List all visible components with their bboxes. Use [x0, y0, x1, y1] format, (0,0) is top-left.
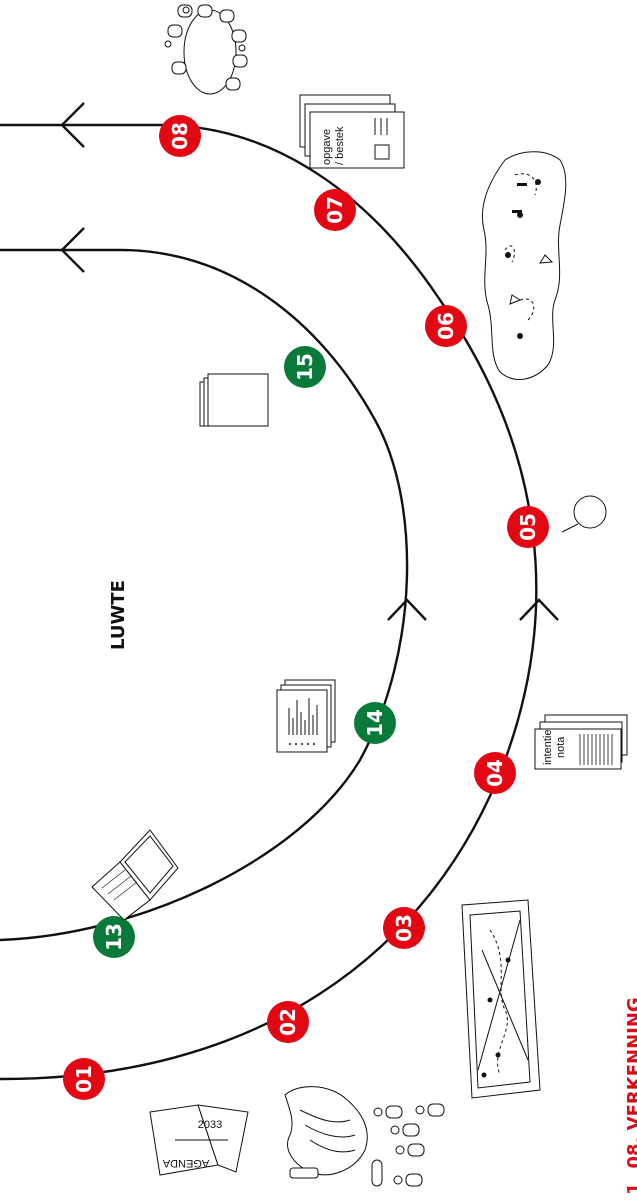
agenda-year: 2033: [198, 1119, 222, 1131]
agenda-title: AGENDA: [162, 1157, 209, 1169]
nota-label: nota: [555, 736, 567, 758]
svg-text:07: 07: [323, 196, 347, 224]
step-07-badge: 07: [314, 189, 356, 231]
meeting-table-icon: [164, 4, 248, 95]
svg-text:15: 15: [293, 353, 317, 381]
step-02-badge: 02: [267, 1001, 309, 1043]
inner-path-line: [0, 248, 409, 942]
arrow-inner-mid: [387, 598, 427, 621]
step-05-badge: 05: [507, 506, 549, 548]
intentie-label: intentie: [542, 730, 554, 765]
svg-text:04: 04: [483, 759, 507, 787]
step-04-badge: 04: [474, 752, 516, 794]
people-group-icon: [371, 1103, 445, 1187]
magnifier-icon: [561, 495, 607, 533]
island-map-icon: [482, 151, 567, 380]
step-14-badge: 14: [354, 702, 396, 744]
arrow-outer-mid: [519, 598, 559, 621]
svg-text:03: 03: [392, 914, 416, 942]
arrow-outer-top: [60, 102, 85, 148]
report-icon: [276, 679, 336, 753]
intentie-nota-document: intentie nota: [534, 714, 628, 770]
papers-icon: [199, 373, 269, 427]
opgave-bestek-document: opgave / bestek: [299, 94, 405, 169]
svg-text:01: 01: [72, 1065, 96, 1093]
svg-text:08: 08: [168, 122, 192, 150]
step-01-badge: 01: [63, 1058, 105, 1100]
step-08-badge: 08: [159, 115, 201, 157]
laptop-icon: [91, 829, 179, 921]
svg-text:06: 06: [434, 312, 458, 340]
svg-text:13: 13: [102, 923, 126, 951]
step-03-badge: 03: [383, 907, 425, 949]
step-06-badge: 06: [425, 305, 467, 347]
center-label: LUWTE: [108, 580, 129, 650]
bestek-label: / bestek: [334, 126, 346, 165]
arrow-inner-top: [60, 227, 85, 273]
agenda-icon: AGENDA 2033: [149, 1104, 249, 1176]
handshake-icon: [284, 1086, 368, 1179]
svg-text:14: 14: [363, 709, 387, 737]
section-title: 108. VERKENNING: [624, 997, 637, 1195]
step-15-badge: 15: [284, 346, 326, 388]
opgave-label: opgave: [321, 129, 333, 165]
svg-text:05: 05: [516, 513, 540, 541]
step-13-badge: 13: [93, 916, 135, 958]
svg-text:02: 02: [276, 1008, 300, 1036]
map-board-icon: [461, 899, 541, 1099]
